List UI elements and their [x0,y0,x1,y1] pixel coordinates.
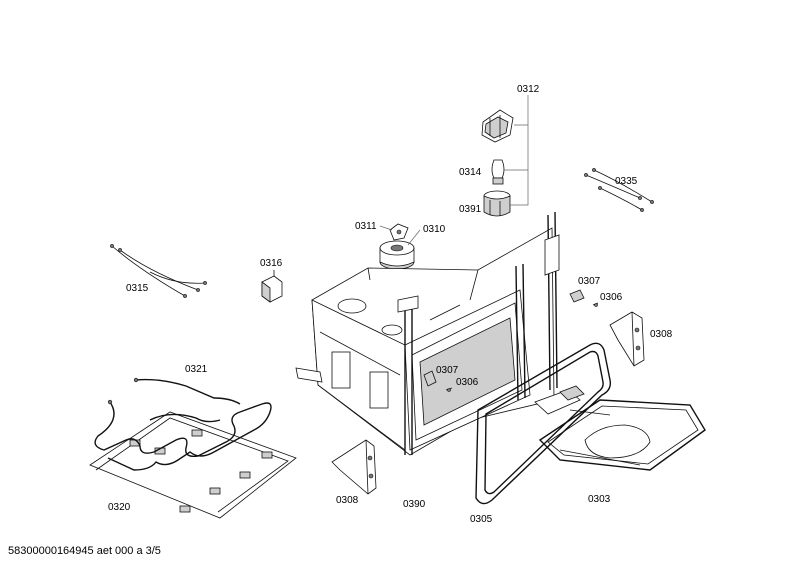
label-0306-right: 0306 [600,292,623,303]
label-0390: 0390 [403,499,426,510]
cable-0335-part [584,168,654,212]
side-bracket-right-part [609,311,645,367]
screw-0306-center-part [445,387,453,392]
oven-muffle-part [295,211,560,456]
label-0305: 0305 [470,514,493,525]
screw-0307-center-part [423,370,437,387]
label-0307-center: 0307 [436,365,459,376]
lamp-glass-part [483,190,511,217]
label-0315: 0315 [126,283,149,294]
label-0391: 0391 [459,204,482,215]
label-0321: 0321 [185,364,208,375]
motor-bracket-part [389,223,409,241]
label-0307-right: 0307 [578,276,601,287]
screw-0306-right-part [592,302,599,307]
label-0308-right: 0308 [650,329,673,340]
label-0310: 0310 [423,224,446,235]
switch-0316-part [261,270,283,303]
label-0303: 0303 [588,494,611,505]
screw-0307-right-part [569,289,585,303]
label-0335: 0335 [615,176,638,187]
lamp-cover-part [481,109,514,143]
document-footer-code: 58300000164945 aet 000 a 3/5 [8,545,161,557]
rack-0303-part [534,385,706,471]
label-0311: 0311 [355,221,377,232]
fan-motor-part [379,240,415,270]
part-labels: 0312 0314 0391 0335 0311 0310 0316 0315 … [108,84,673,525]
rack-0305-part [475,342,612,505]
label-0306-center: 0306 [456,377,479,388]
cable-0315-part [110,244,207,298]
label-0320: 0320 [108,502,131,513]
side-bracket-left-part [331,439,377,495]
lamp-bulb-part [491,159,505,185]
label-0308-bottom: 0308 [336,495,359,506]
grill-element-0321-part [94,377,272,471]
tray-0320-part [89,411,297,519]
label-0312: 0312 [517,84,540,95]
label-0314: 0314 [459,167,482,178]
label-0316: 0316 [260,258,283,269]
